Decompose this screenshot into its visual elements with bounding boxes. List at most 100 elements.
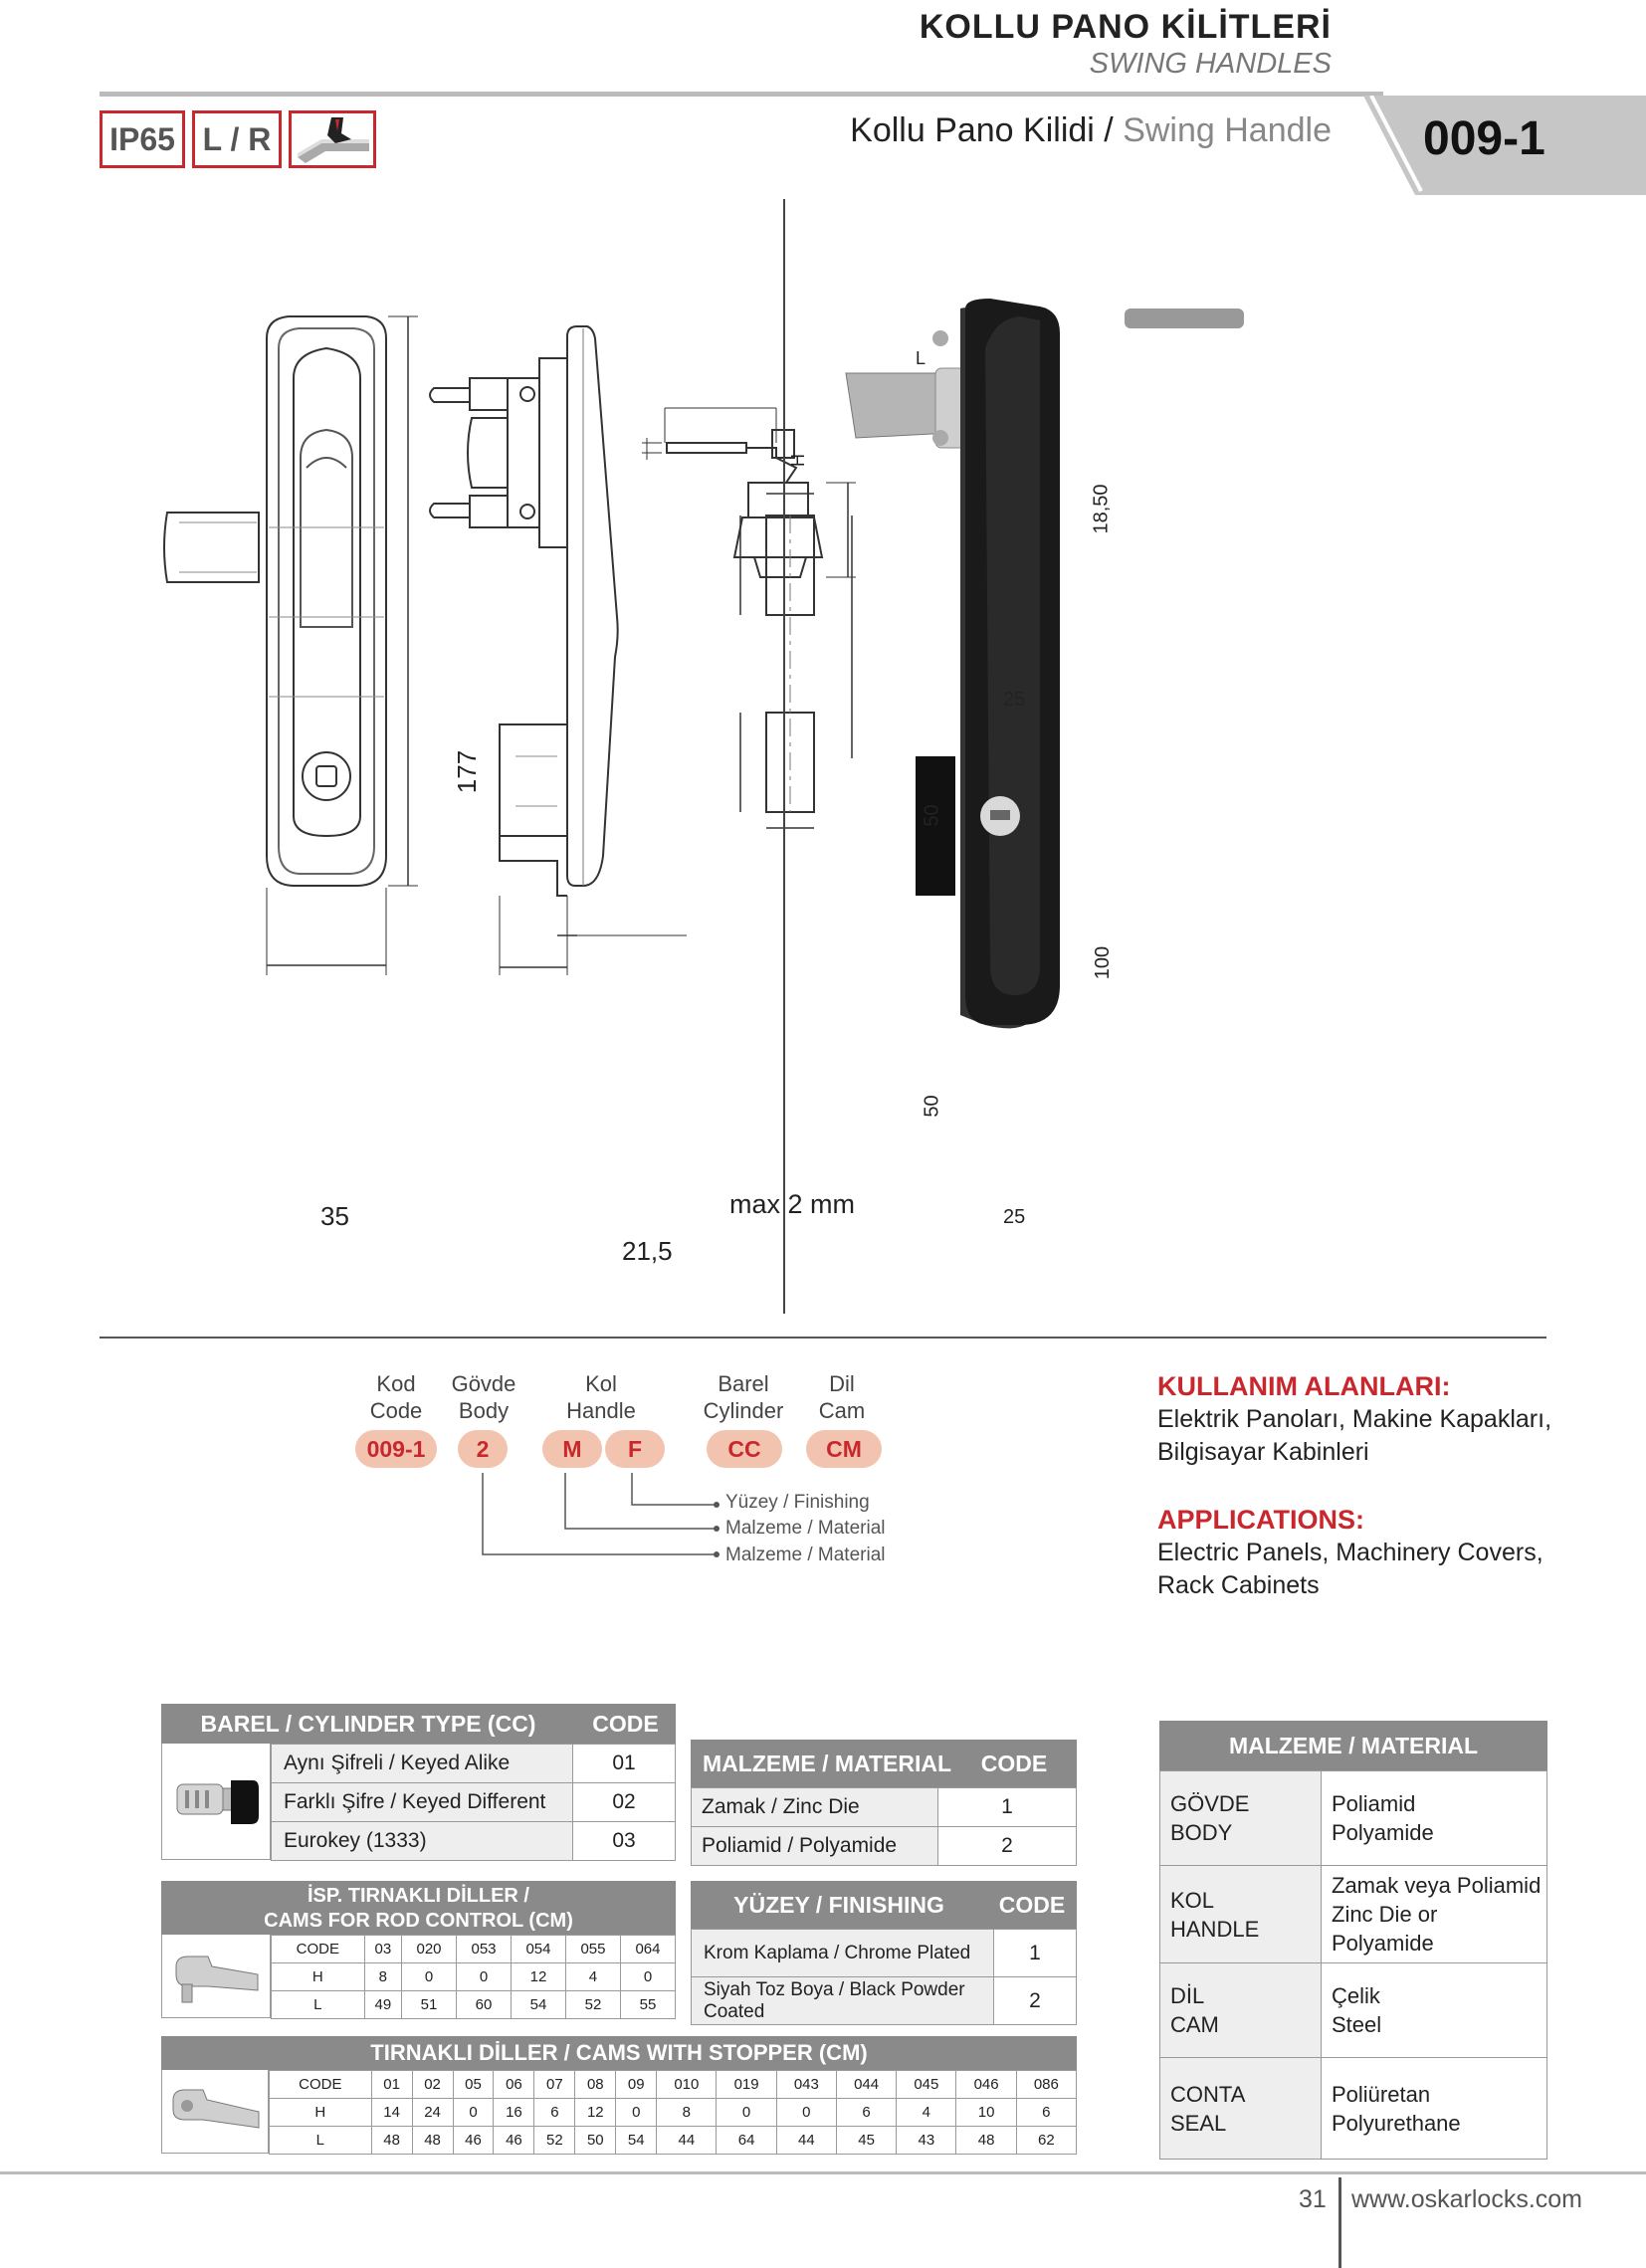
label-cylinder-tr: Barel: [718, 1371, 769, 1396]
grid-cell: 044: [835, 2070, 898, 2099]
product-name-tr: Kollu Pano Kilidi /: [850, 111, 1114, 149]
finishing-row-label: Siyah Toz Boya / Black Powder Coated: [691, 1976, 994, 2025]
cylinder-table-body: Aynı Şifreli / Keyed Alike 01 Farklı Şif…: [271, 1744, 676, 1861]
table-row: Eurokey (1333) 03: [271, 1821, 676, 1861]
part-name-tr: KOL: [1170, 1887, 1215, 1913]
grid-cell: 020: [401, 1935, 458, 1963]
grid-cell: 0: [452, 2098, 495, 2127]
grid-cell: 50: [574, 2126, 617, 2155]
grid-cell: 12: [574, 2098, 617, 2127]
part-material-tr: Poliamid: [1332, 1791, 1416, 1816]
stopper-cams-grid: CODE 01 02 05 06 07 08 09 010 019 043 04…: [269, 2070, 1078, 2155]
label-body-en: Body: [458, 1398, 510, 1423]
catalog-subtitle: SWING HANDLES: [1089, 48, 1332, 80]
pill-code: 009-1: [355, 1430, 437, 1468]
material-row-label: Poliamid / Polyamide: [691, 1826, 938, 1866]
material-table-title: MALZEME / MATERIAL: [703, 1750, 951, 1776]
grid-cell: 12: [511, 1962, 566, 1991]
applications-en-line1: Electric Panels, Machinery Covers,: [1157, 1539, 1543, 1566]
cylinder-row-code: 01: [572, 1744, 676, 1783]
part-material-en: Polyurethane: [1332, 2110, 1461, 2136]
part-name-en: CAM: [1170, 2012, 1219, 2037]
table-row: Poliamid / Polyamide 2: [691, 1826, 1077, 1866]
material-row-label: Zamak / Zinc Die: [691, 1787, 938, 1827]
material-table-code-head: CODE: [980, 1750, 1048, 1776]
rod-cams-header: İSP. TIRNAKLI DİLLER / CAMS FOR ROD CONT…: [161, 1881, 676, 1935]
grid-cell: L: [269, 2126, 372, 2155]
grid-cell: 4: [564, 1962, 621, 1991]
grid-cell: 08: [574, 2070, 617, 2099]
left-right-badge-label: L / R: [202, 120, 272, 157]
side-view-outline: [566, 325, 619, 887]
grid-cell: 44: [656, 2126, 718, 2155]
pill-body: 2: [458, 1430, 508, 1468]
material-row-code: 2: [937, 1826, 1077, 1866]
part-material-en: Steel: [1332, 2012, 1382, 2037]
grid-cell: 48: [370, 2126, 413, 2155]
grid-cell: 064: [619, 1935, 677, 1963]
grid-cell: 019: [716, 2070, 777, 2099]
key-cylinder-icon: [176, 1780, 259, 1824]
parts-material-title: MALZEME / MATERIAL: [1229, 1732, 1478, 1758]
grid-cell: 043: [775, 2070, 837, 2099]
cylinder-row-label: Farklı Şifre / Keyed Different: [271, 1782, 573, 1822]
product-name: Kollu Pano Kilidi / Swing Handle: [850, 111, 1332, 150]
grid-cell: 16: [493, 2098, 535, 2127]
rod-control-cams-table: İSP. TIRNAKLI DİLLER / CAMS FOR ROD CONT…: [161, 1881, 677, 2019]
legend-handle-material: Malzeme / Material: [725, 1518, 886, 1539]
rod-cams-title-tr: İSP. TIRNAKLI DİLLER /: [308, 1885, 529, 1907]
legend-body-material: Malzeme / Material: [725, 1545, 886, 1565]
label-handle: Kol Handle: [557, 1370, 645, 1424]
label-handle-en: Handle: [566, 1398, 636, 1423]
grid-cell: 053: [456, 1935, 512, 1963]
grid-cell: 60: [456, 1990, 512, 2019]
stopper-cam-icon: [172, 2089, 260, 2129]
finishing-row-code: 1: [993, 1929, 1077, 1977]
cylinder-table-code-head: CODE: [592, 1710, 659, 1737]
page-number: 31: [1299, 2185, 1327, 2213]
label-cylinder-en: Cylinder: [703, 1398, 784, 1423]
table-row: CODE 01 02 05 06 07 08 09 010 019 043 04…: [269, 2070, 1078, 2099]
grid-cell: 0: [456, 1962, 512, 1991]
dim-18-50: 18,50: [1090, 484, 1113, 534]
pill-handle-finish: F: [605, 1430, 665, 1468]
pill-handle-material: M: [542, 1430, 602, 1468]
grid-cell: 44: [775, 2126, 837, 2155]
grid-cell: 0: [615, 2098, 658, 2127]
part-material-tr: Poliüretan: [1332, 2081, 1431, 2107]
cylinder-table-header: BAREL / CYLINDER TYPE (CC) CODE: [161, 1704, 676, 1744]
label-code-tr: Kod: [376, 1371, 416, 1396]
grid-cell: 0: [775, 2098, 837, 2127]
grid-cell: 055: [564, 1935, 621, 1963]
rod-cam-icon: [175, 1956, 259, 2002]
grid-cell: 046: [955, 2070, 1017, 2099]
applications-en-heading: APPLICATIONS:: [1157, 1505, 1364, 1535]
table-row: Siyah Toz Boya / Black Powder Coated 2: [691, 1976, 1077, 2025]
grid-cell: 06: [493, 2070, 535, 2099]
dim-cutout-width-bottom: 25: [1003, 1206, 1026, 1228]
label-cylinder: Barel Cylinder: [697, 1370, 790, 1424]
table-row: Farklı Şifre / Keyed Different 02: [271, 1782, 676, 1822]
header-divider: [100, 92, 1383, 97]
part-name-tr: DİL: [1170, 1983, 1205, 2008]
product-photo: [845, 299, 1244, 1029]
part-name-en: BODY: [1170, 1820, 1233, 1845]
finishing-row-code: 2: [993, 1976, 1077, 2025]
applications-tr-line1: Elektrik Panoları, Makine Kapakları,: [1157, 1405, 1552, 1433]
grid-cell: 01: [370, 2070, 413, 2099]
finishing-code-table: YÜZEY / FINISHING CODE Krom Kaplama / Ch…: [691, 1881, 1077, 2025]
cylinder-row-label: Aynı Şifreli / Keyed Alike: [271, 1744, 573, 1783]
grid-cell: 8: [656, 2098, 718, 2127]
table-row: Krom Kaplama / Chrome Plated 1: [691, 1929, 1077, 1977]
grid-cell: 48: [955, 2126, 1017, 2155]
label-code-en: Code: [369, 1398, 423, 1423]
grid-cell: 54: [511, 1990, 566, 2019]
website-link[interactable]: www.oskarlocks.com: [1351, 2185, 1582, 2213]
label-code: Kod Code: [360, 1370, 432, 1424]
grid-cell: 6: [533, 2098, 576, 2127]
finishing-table-header: YÜZEY / FINISHING CODE: [691, 1881, 1077, 1929]
